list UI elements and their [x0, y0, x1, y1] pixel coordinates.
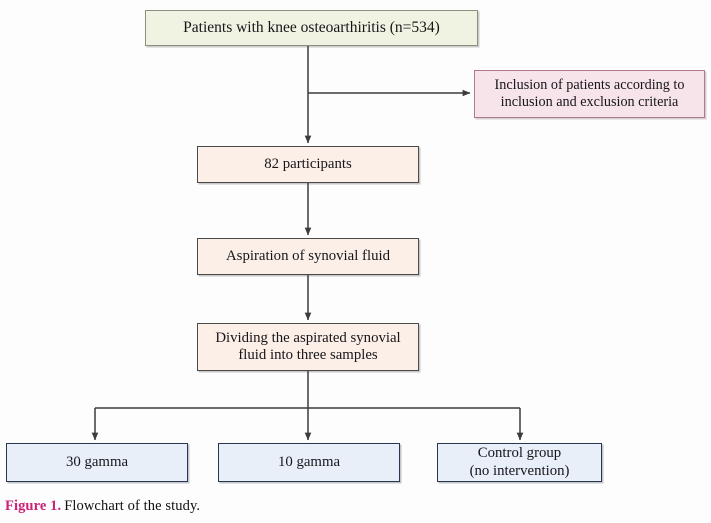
node-label: Dividing the aspirated synovial fluid in… [215, 329, 401, 363]
node-arm-10-gamma: 10 gamma [218, 443, 400, 482]
figure-caption-text: Flowchart of the study. [64, 498, 201, 514]
node-label: Aspiration of synovial fluid [226, 247, 390, 264]
node-label: 10 gamma [277, 453, 341, 470]
node-label: Inclusion of patients according to inclu… [494, 77, 685, 110]
figure-caption-label: Figure 1. [5, 498, 62, 514]
node-label: 30 gamma [65, 453, 129, 470]
node-aspiration-of-synovial-fluid: Aspiration of synovial fluid [197, 238, 419, 275]
node-label: 82 participants [264, 155, 352, 172]
node-arm-30-gamma: 30 gamma [6, 443, 188, 482]
figure-caption: Figure 1.Flowchart of the study. [5, 498, 200, 515]
node-label: Control group (no intervention) [469, 445, 570, 479]
node-patients-with-knee-osteoarthritis: Patients with knee osteoarthiritis (n=53… [145, 10, 478, 46]
node-label: Patients with knee osteoarthiritis (n=53… [183, 18, 440, 36]
node-inclusion-exclusion-criteria: Inclusion of patients according to inclu… [474, 70, 705, 118]
node-arm-control-group: Control group (no intervention) [437, 443, 602, 482]
node-82-participants: 82 participants [197, 146, 419, 183]
node-dividing-synovial-fluid: Dividing the aspirated synovial fluid in… [197, 323, 419, 371]
